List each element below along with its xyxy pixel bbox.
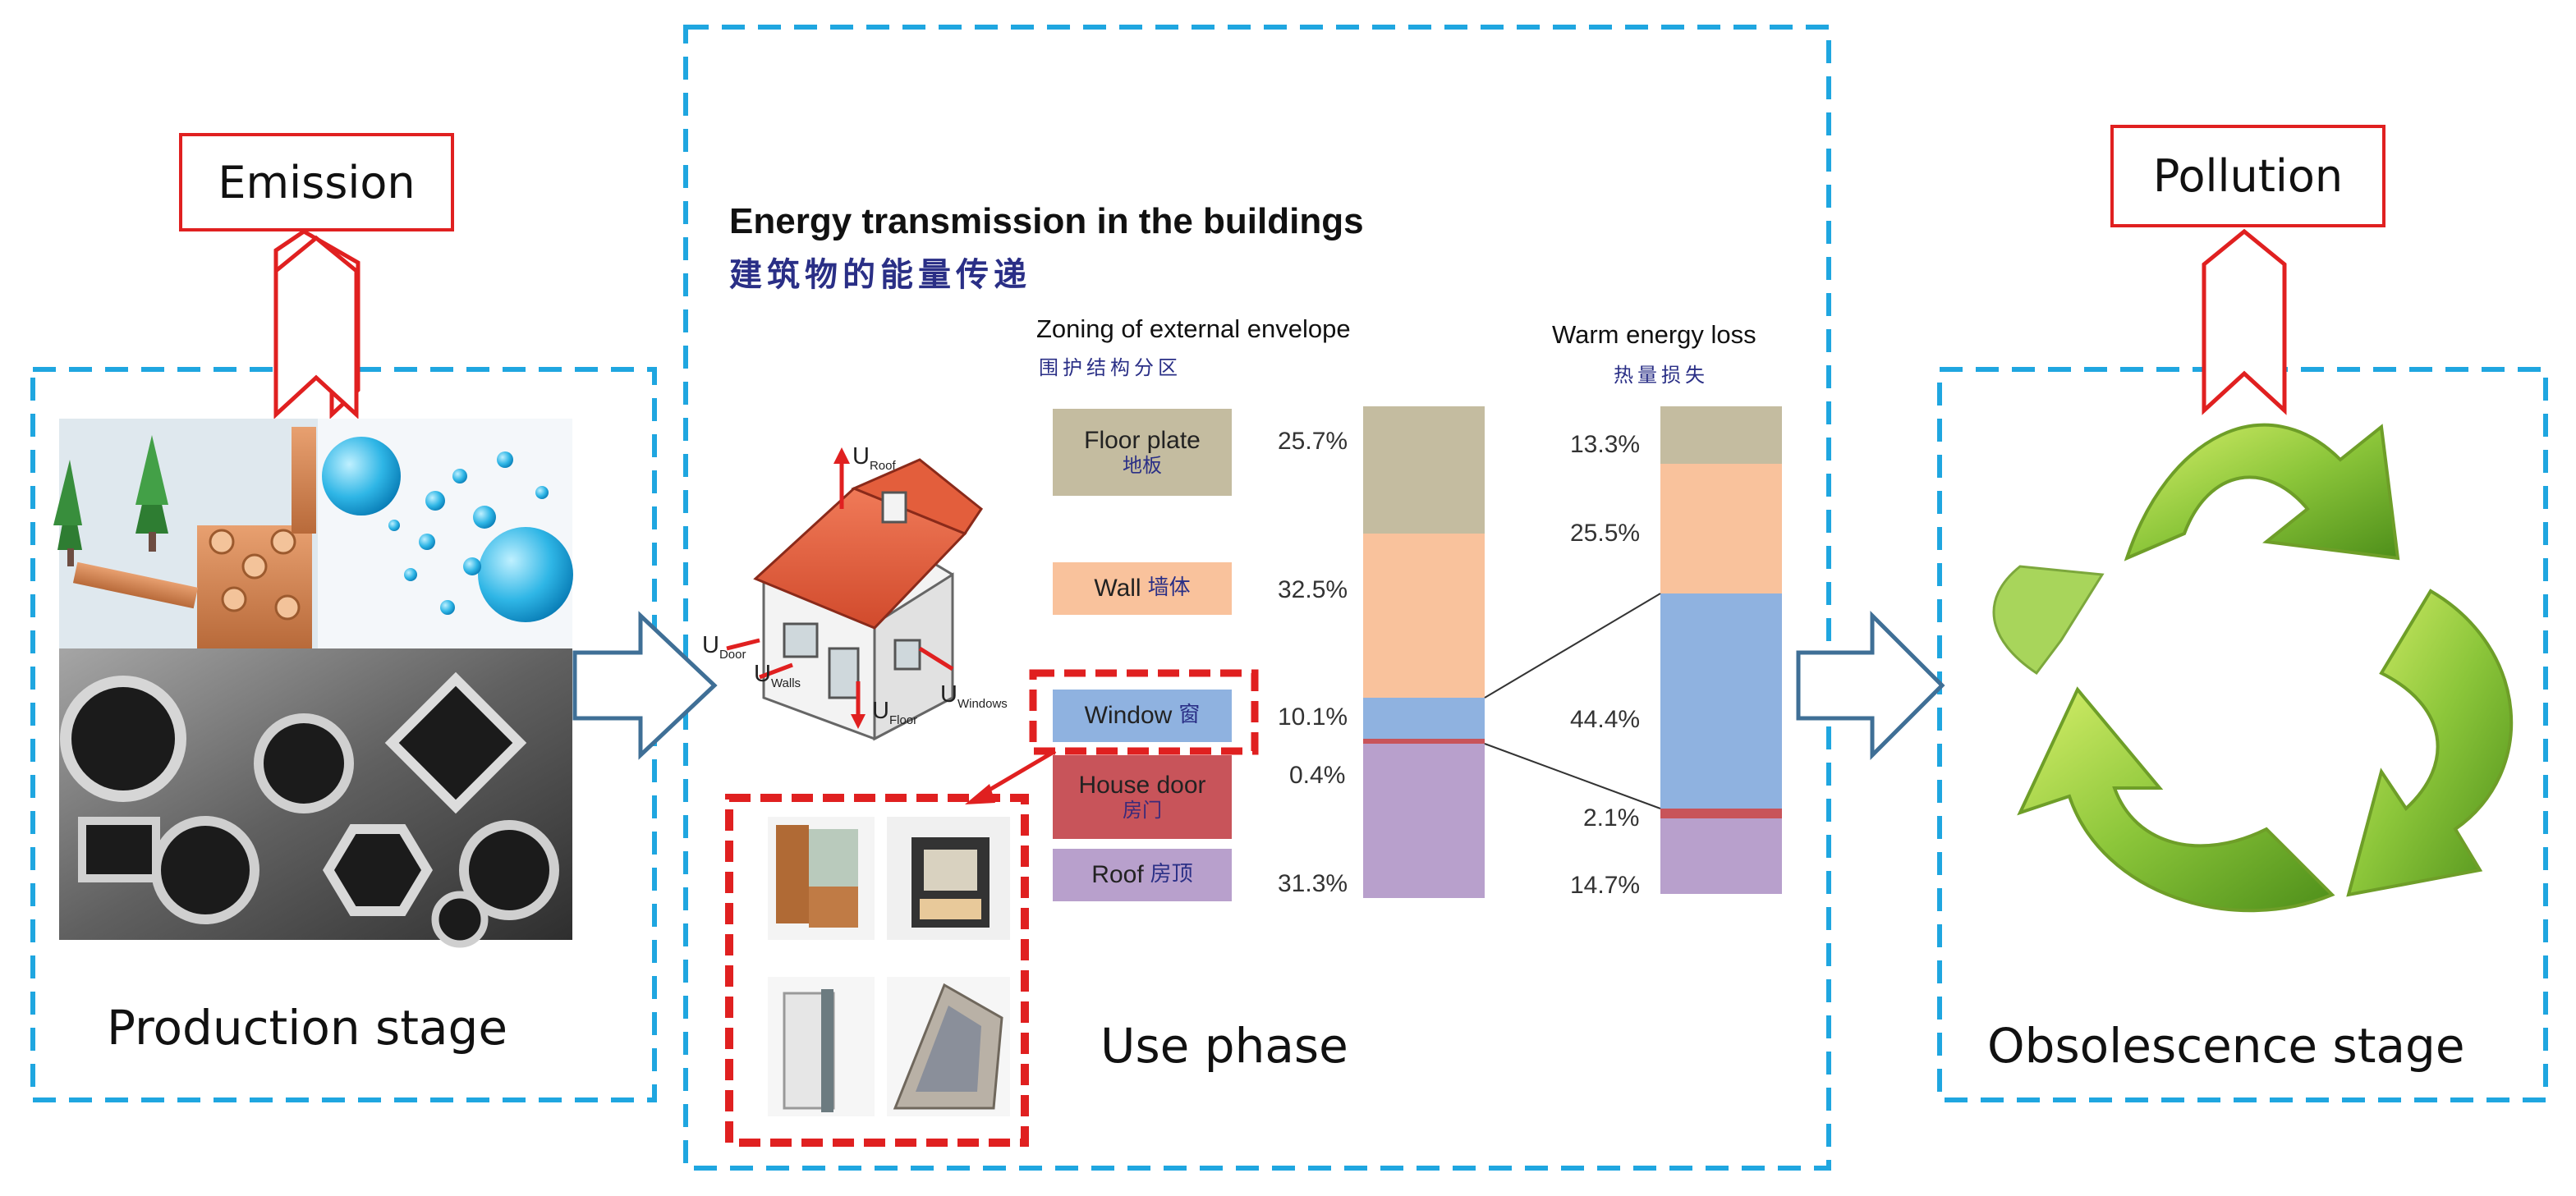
- area-stacked-bar: [1363, 406, 1485, 898]
- zoning-heading-cn: 围护结构分区: [1039, 356, 1182, 379]
- flow-arrow-production-to-use-icon: [572, 611, 718, 760]
- zone-box-door: House door 房门: [1053, 755, 1232, 839]
- window-link-line-bottom: [1484, 743, 1661, 809]
- production-stage-label: Production stage: [107, 1000, 508, 1056]
- area-pct-door: 0.4%: [1289, 762, 1346, 789]
- recycle-icon: [1992, 423, 2514, 913]
- window-photos-frame: [725, 794, 1029, 1147]
- area-pct-wall: 32.5%: [1278, 576, 1348, 603]
- house-illustration: [726, 447, 984, 741]
- loss-heading: Warm energy loss: [1552, 320, 1756, 349]
- zone-box-window: Window 窗: [1053, 690, 1232, 742]
- pollution-chevron-icon: [2202, 228, 2287, 415]
- window-photo-wood: [768, 817, 875, 940]
- loss-heading-cn: 热量损失: [1614, 364, 1709, 387]
- area-pct-roof: 31.3%: [1278, 870, 1348, 897]
- use-phase-label: Use phase: [1100, 1018, 1348, 1074]
- use-phase-frame: [683, 25, 1831, 1171]
- zone-box-wall: Wall 墙体: [1053, 562, 1232, 615]
- wood-image: [53, 419, 318, 648]
- area-pct-window: 10.1%: [1278, 703, 1348, 731]
- loss-pct-door: 2.1%: [1583, 804, 1640, 832]
- u-walls-label: UWalls: [754, 661, 801, 690]
- loss-pct-wall: 25.5%: [1570, 520, 1641, 547]
- loss-pct-roof: 14.7%: [1570, 872, 1641, 899]
- loss-pct-floor: 13.3%: [1570, 431, 1641, 458]
- molecules-image: [318, 419, 573, 648]
- u-door-label: UDoor: [702, 632, 746, 662]
- window-photo-pvc: [768, 977, 875, 1116]
- zone-box-roof: Roof 房顶: [1053, 849, 1232, 901]
- window-highlight-frame: [1029, 669, 1259, 755]
- loss-pct-window: 44.4%: [1570, 706, 1641, 733]
- window-link-line-top: [1484, 593, 1661, 699]
- u-windows-label: UWindows: [940, 681, 1008, 711]
- flow-arrow-use-to-obsolescence-icon: [1796, 610, 1945, 761]
- emission-chevron-icon: [273, 235, 359, 419]
- energy-panel-title-cn: 建筑物的能量传递: [729, 255, 1031, 294]
- zoning-heading: Zoning of external envelope: [1036, 314, 1351, 343]
- window-photo-profile: [887, 977, 1010, 1116]
- u-roof-label: URoof: [852, 443, 896, 473]
- window-photo-aluminium: [887, 817, 1010, 940]
- window-pointer-arrow: [980, 749, 1057, 797]
- pollution-label-box: Pollution: [2110, 125, 2385, 227]
- energy-panel-title: Energy transmission in the buildings: [729, 201, 1364, 241]
- emission-label-box: Emission: [179, 133, 454, 231]
- area-pct-floor: 25.7%: [1278, 428, 1348, 455]
- obsolescence-stage-label: Obsolescence stage: [1987, 1018, 2465, 1074]
- zone-box-floor: Floor plate 地板: [1053, 409, 1232, 496]
- steel-tubes-image: [59, 648, 572, 948]
- u-floor-label: UFloor: [872, 698, 918, 727]
- pollution-label: Pollution: [2152, 150, 2344, 202]
- emission-label: Emission: [218, 156, 416, 208]
- loss-stacked-bar: [1660, 406, 1782, 894]
